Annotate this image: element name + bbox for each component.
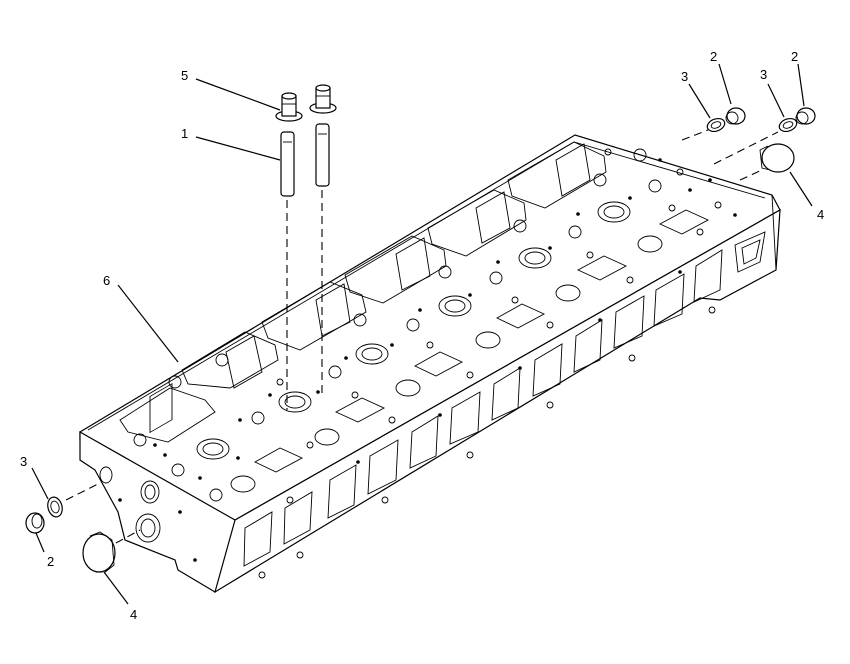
ports-top xyxy=(230,209,710,493)
end-face-details xyxy=(99,466,197,562)
cylinder-head xyxy=(79,134,781,594)
callout-2-top-right: 2 xyxy=(791,49,798,64)
right-seal-ring-2 xyxy=(778,117,798,133)
callout-2-bottom: 2 xyxy=(47,554,54,569)
callout-3-top-left: 3 xyxy=(681,69,688,84)
right-plug-1 xyxy=(725,107,746,125)
callout-labels: 5 1 6 3 2 3 2 4 3 2 4 xyxy=(20,49,824,622)
callout-4-bottom: 4 xyxy=(130,607,137,622)
right-seal-ring-1 xyxy=(706,117,726,133)
leader-lines xyxy=(31,63,813,605)
callout-1: 1 xyxy=(181,126,188,141)
valve-seal-right xyxy=(309,84,337,114)
callout-2-top-left: 2 xyxy=(710,49,717,64)
callout-5: 5 xyxy=(181,68,188,83)
callout-6: 6 xyxy=(103,273,110,288)
injector-bores xyxy=(196,201,631,460)
callout-4-right: 4 xyxy=(817,207,824,222)
side-ports xyxy=(243,249,723,579)
left-seal-ring xyxy=(47,496,63,518)
valve-guide-right xyxy=(315,123,330,396)
callout-3-bottom: 3 xyxy=(20,454,27,469)
left-plug xyxy=(25,512,45,534)
callout-3-top-right: 3 xyxy=(760,67,767,82)
bolt-holes xyxy=(133,148,722,504)
right-end-cap xyxy=(759,143,795,173)
right-plug-2 xyxy=(795,107,816,125)
valve-seal-left xyxy=(275,92,303,122)
valve-guide-left xyxy=(280,131,295,410)
left-end-cap xyxy=(82,531,116,574)
valve-pockets xyxy=(119,141,607,443)
